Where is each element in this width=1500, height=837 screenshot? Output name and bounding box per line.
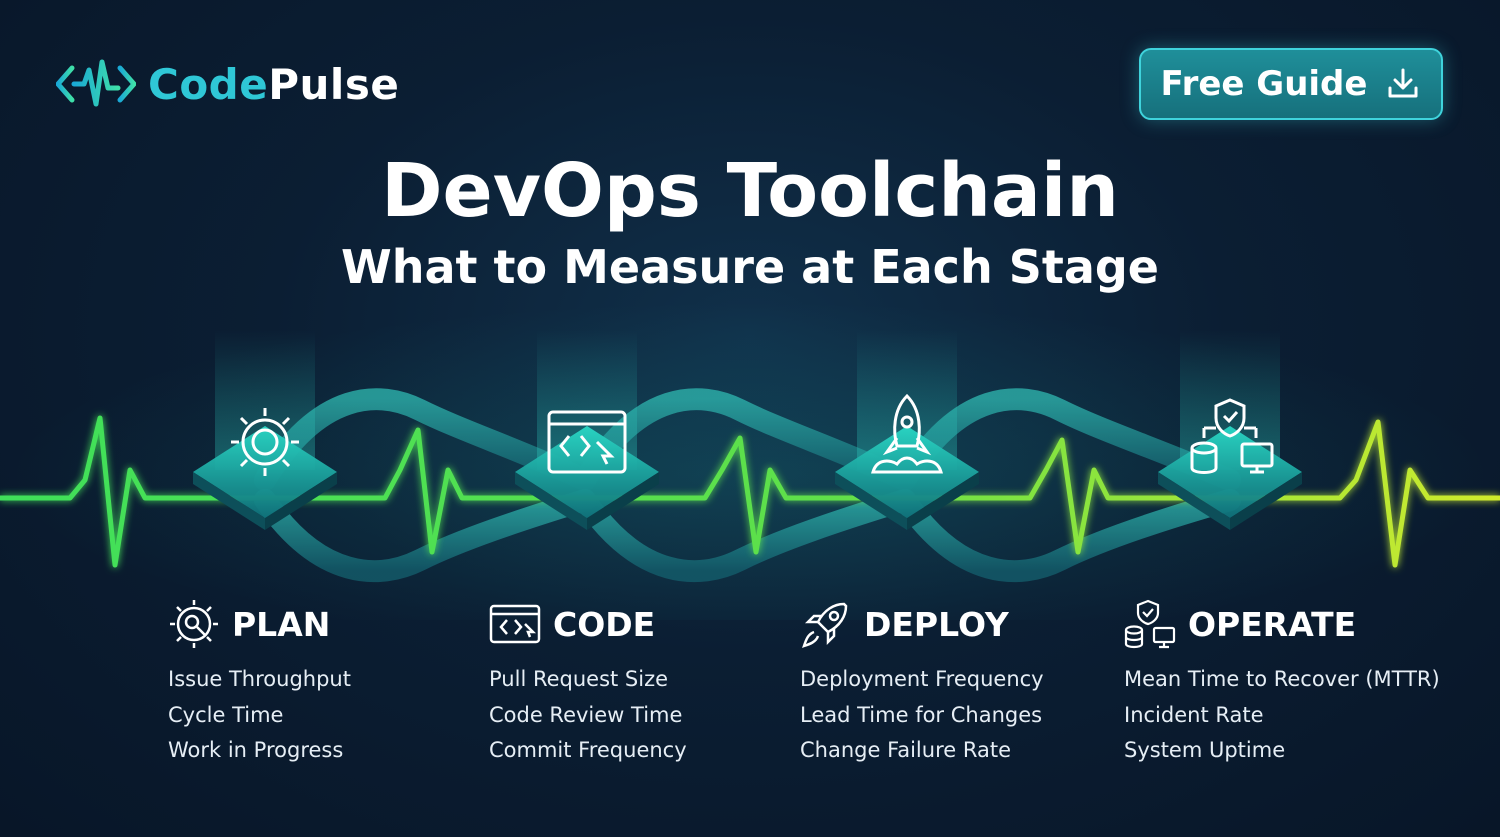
pipeline-illustration <box>0 330 1500 583</box>
gear-team-icon <box>231 408 299 476</box>
metric-item: Mean Time to Recover (MTTR) <box>1124 667 1440 691</box>
code-window-icon <box>489 604 541 644</box>
brand-name-part1: Code <box>148 59 269 109</box>
metric-item: System Uptime <box>1124 738 1286 762</box>
shield-servers-icon <box>1124 599 1176 649</box>
stage-code-name: CODE <box>553 604 656 644</box>
code-window-icon <box>547 410 627 474</box>
rocket-icon <box>802 602 848 648</box>
stage-operate-metrics: Mean Time to Recover (MTTR) Incident Rat… <box>1124 662 1444 769</box>
rocket-icon <box>871 393 943 474</box>
download-icon <box>1388 68 1418 98</box>
stage-tile-1 <box>193 426 337 530</box>
metric-item: Deployment Frequency <box>800 667 1044 691</box>
metric-item: Change Failure Rate <box>800 738 1011 762</box>
stage-operate-name: OPERATE <box>1188 604 1357 644</box>
stage-deploy-name: DEPLOY <box>864 604 1009 644</box>
stage-code: CODE Pull Request Size Code Review Time … <box>489 596 809 769</box>
metric-item: Incident Rate <box>1124 702 1264 727</box>
brand-name: CodePulse <box>148 60 399 109</box>
metric-item: Lead Time for Changes <box>800 702 1043 727</box>
stage-code-metrics: Pull Request Size Code Review Time Commi… <box>489 662 809 769</box>
metric-item: Cycle Time <box>168 702 284 727</box>
free-guide-button[interactable]: Free Guide <box>1139 48 1443 120</box>
page-subtitle: What to Measure at Each Stage <box>340 240 1159 294</box>
free-guide-label: Free Guide <box>1160 64 1368 104</box>
code-pulse-icon <box>56 59 136 107</box>
stage-deploy-header: DEPLOY <box>800 596 1120 652</box>
heartbeat-line <box>0 415 1500 568</box>
page-title: DevOps Toolchain <box>381 148 1119 234</box>
stage-code-header: CODE <box>489 596 809 652</box>
stage-operate: OPERATE Mean Time to Recover (MTTR) Inci… <box>1124 596 1444 769</box>
brand-logo[interactable]: CodePulse <box>56 54 399 114</box>
metric-item: Code Review Time <box>489 702 683 727</box>
metric-item: Issue Throughput <box>168 667 351 691</box>
gear-team-icon <box>170 600 218 648</box>
stage-plan-header: PLAN <box>168 596 488 652</box>
stage-plan-metrics: Issue Throughput Cycle Time Work in Prog… <box>168 662 488 769</box>
stage-plan: PLAN Issue Throughput Cycle Time Work in… <box>168 596 488 769</box>
metric-item: Work in Progress <box>168 738 344 762</box>
shield-servers-icon <box>1190 398 1274 474</box>
stage-deploy-metrics: Deployment Frequency Lead Time for Chang… <box>800 662 1120 769</box>
stage-operate-header: OPERATE <box>1124 596 1444 652</box>
brand-name-part2: Pulse <box>268 59 400 109</box>
metric-item: Pull Request Size <box>489 667 669 691</box>
metric-item: Commit Frequency <box>489 738 687 762</box>
stage-plan-name: PLAN <box>232 604 331 644</box>
stage-deploy: DEPLOY Deployment Frequency Lead Time fo… <box>800 596 1120 769</box>
